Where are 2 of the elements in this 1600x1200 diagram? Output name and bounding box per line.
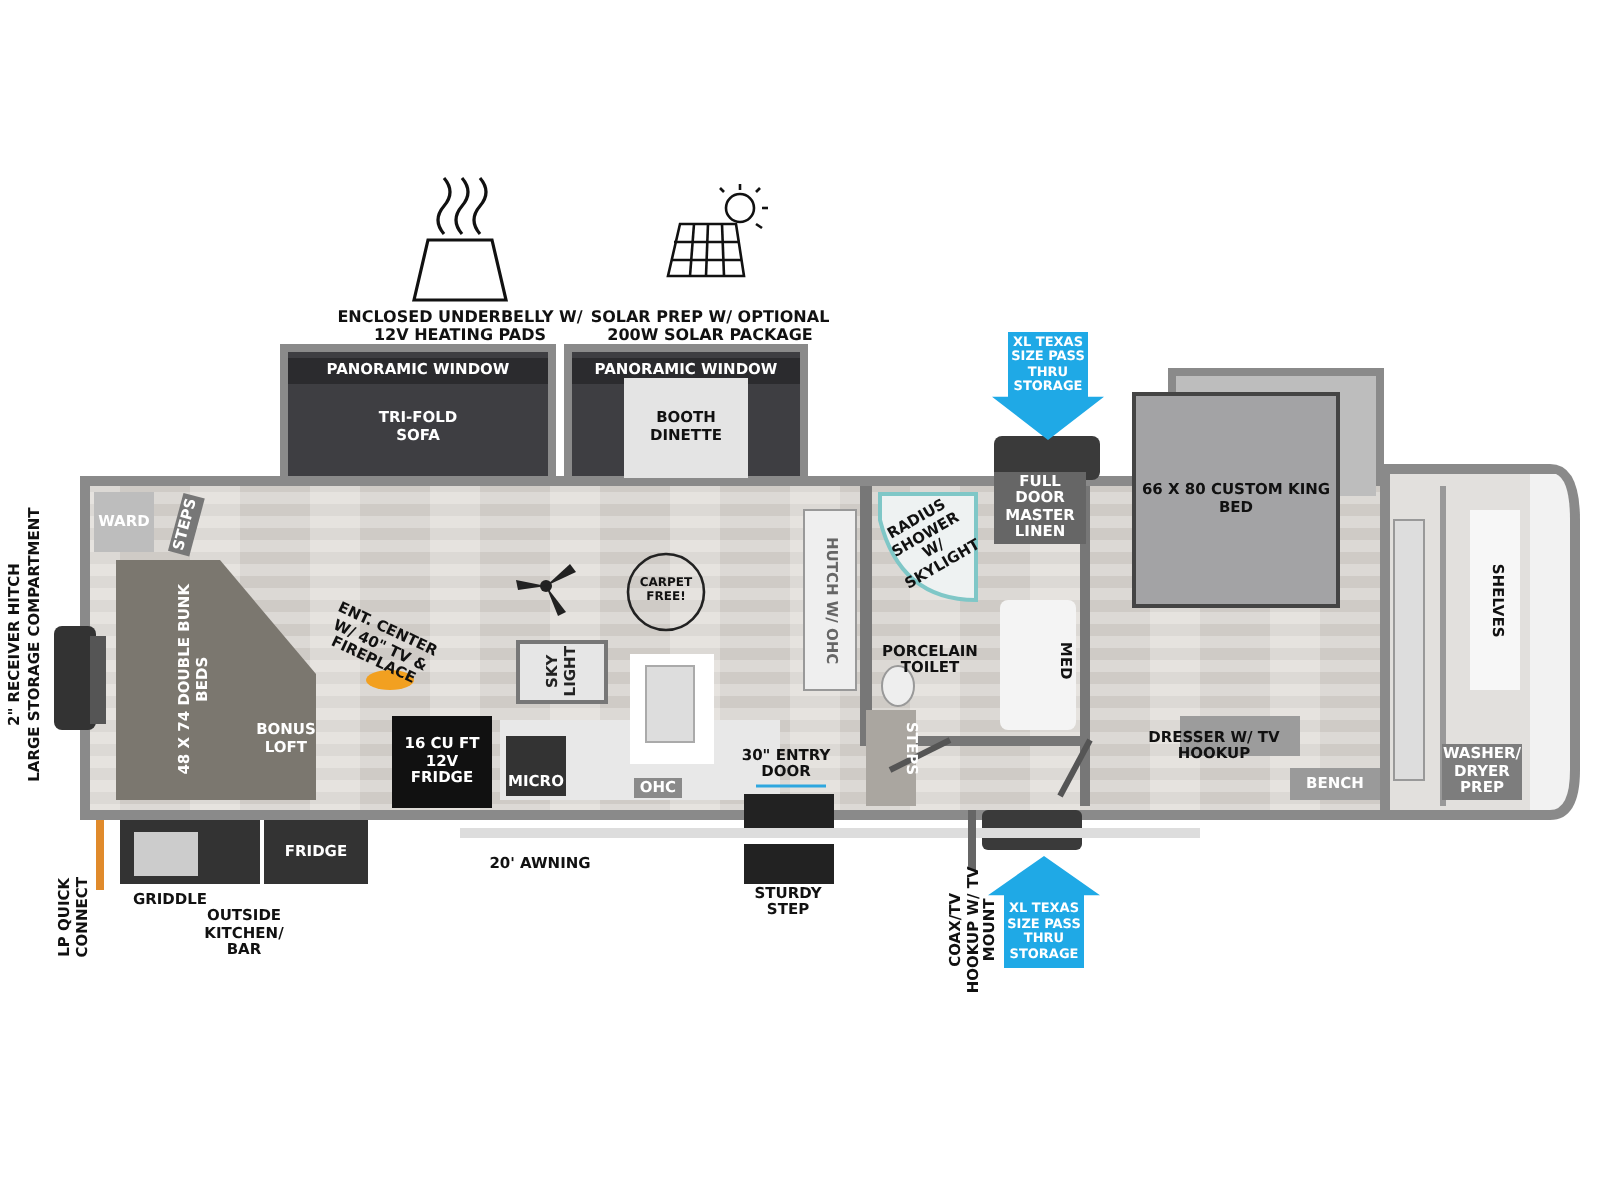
feature-caption: ENCLOSED UNDERBELLY W/ 12V HEATING PADS <box>335 308 585 345</box>
feature-caption: SOLAR PREP W/ OPTIONAL 200W SOLAR PACKAGE <box>590 308 830 345</box>
